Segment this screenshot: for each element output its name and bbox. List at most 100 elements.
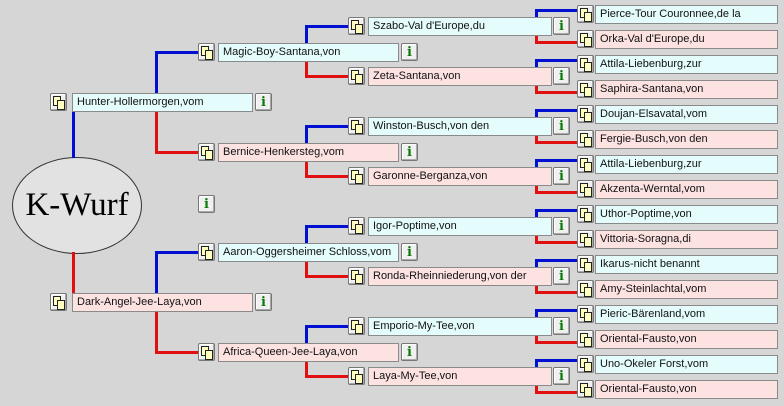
sire-name-box[interactable]: Szabo-Val d'Europe,du (368, 17, 552, 36)
copy-button[interactable] (577, 130, 594, 148)
dam-name-box[interactable]: Orka-Val d'Europe,du (595, 30, 778, 49)
dam-name-box[interactable]: Oriental-Fausto,von (595, 330, 778, 349)
copy-button[interactable] (348, 17, 365, 35)
dam-name-box[interactable]: Bernice-Henkersteg,vom (218, 143, 399, 162)
dam-name-box[interactable]: Fergie-Busch,von den (595, 130, 778, 149)
dam-name-box[interactable]: Oriental-Fausto,von (595, 380, 778, 399)
copy-button[interactable] (577, 155, 594, 173)
dam-name-box[interactable]: Ronda-Rheinniederung,von der (368, 267, 552, 286)
info-button[interactable]: i (401, 143, 418, 161)
info-icon: i (559, 18, 564, 34)
sire-name-box[interactable]: Emporio-My-Tee,von (368, 317, 552, 336)
info-button[interactable]: i (553, 267, 570, 285)
dam-name-box[interactable]: Zeta-Santana,von (368, 67, 552, 86)
copy-button[interactable] (577, 180, 594, 198)
dam-connector (305, 252, 308, 278)
sire-name-box[interactable]: Magic-Boy-Santana,von (218, 43, 399, 62)
copy-button[interactable] (577, 30, 594, 48)
copy-button[interactable] (198, 143, 215, 161)
litter-info-button[interactable]: i (198, 195, 215, 213)
copy-icon (52, 295, 65, 310)
dam-name-box[interactable]: Saphira-Santana,von (595, 80, 778, 99)
sire-name-box[interactable]: Hunter-Hollermorgen,vom (72, 93, 253, 112)
sire-connector (305, 325, 308, 352)
copy-button[interactable] (577, 105, 594, 123)
copy-button[interactable] (348, 317, 365, 335)
copy-button[interactable] (348, 267, 365, 285)
litter-oval: K-Wurf (12, 157, 142, 254)
copy-button[interactable] (577, 55, 594, 73)
sire-connector (305, 325, 348, 328)
copy-button[interactable] (577, 230, 594, 248)
copy-icon (579, 57, 592, 72)
sire-connector (155, 51, 158, 102)
dam-connector (155, 351, 198, 354)
copy-icon (579, 257, 592, 272)
sire-name-box[interactable]: Aaron-Oggersheimer Schloss,vom (218, 243, 399, 262)
dam-line (72, 252, 75, 293)
sire-name-box[interactable]: Uno-Okeler Forst,vom (595, 355, 778, 374)
dam-connector (535, 141, 577, 144)
copy-button[interactable] (577, 80, 594, 98)
info-button[interactable]: i (401, 343, 418, 361)
copy-button[interactable] (50, 293, 67, 311)
info-button[interactable]: i (553, 217, 570, 235)
copy-button[interactable] (577, 380, 594, 398)
info-button[interactable]: i (401, 243, 418, 261)
copy-button[interactable] (50, 93, 67, 111)
dam-name-box[interactable]: Amy-Steinlachtal,vom (595, 280, 778, 299)
info-button[interactable]: i (255, 93, 272, 111)
copy-button[interactable] (198, 343, 215, 361)
copy-button[interactable] (577, 280, 594, 298)
copy-button[interactable] (198, 43, 215, 61)
sire-connector (155, 251, 198, 254)
info-button[interactable]: i (553, 317, 570, 335)
info-button[interactable]: i (255, 293, 272, 311)
copy-button[interactable] (348, 167, 365, 185)
copy-button[interactable] (198, 243, 215, 261)
sire-name-box[interactable]: Pierce-Tour Couronnee,de la (595, 5, 778, 24)
info-button[interactable]: i (553, 117, 570, 135)
info-button[interactable]: i (401, 43, 418, 61)
sire-name-box[interactable]: Attila-Liebenburg,zur (595, 155, 778, 174)
copy-icon (579, 182, 592, 197)
copy-button[interactable] (577, 255, 594, 273)
copy-button[interactable] (577, 205, 594, 223)
dam-name-box[interactable]: Akzenta-Werntal,vom (595, 180, 778, 199)
sire-name-box[interactable]: Winston-Busch,von den (368, 117, 552, 136)
info-icon: i (559, 318, 564, 334)
sire-name-box[interactable]: Pieric-Bärenland,vom (595, 305, 778, 324)
info-button[interactable]: i (553, 17, 570, 35)
dam-connector (535, 91, 577, 94)
copy-button[interactable] (348, 67, 365, 85)
copy-button[interactable] (577, 355, 594, 373)
copy-icon (579, 207, 592, 222)
copy-icon (350, 319, 363, 334)
info-button[interactable]: i (553, 67, 570, 85)
copy-button[interactable] (348, 117, 365, 135)
copy-icon (350, 169, 363, 184)
dam-name-box[interactable]: Laya-My-Tee,von (368, 367, 552, 386)
dam-connector (305, 75, 348, 78)
info-button[interactable]: i (553, 167, 570, 185)
dam-connector (305, 152, 308, 178)
dam-name-box[interactable]: Garonne-Berganza,von (368, 167, 552, 186)
sire-name-box[interactable]: Doujan-Elsavatal,vom (595, 105, 778, 124)
copy-button[interactable] (577, 305, 594, 323)
copy-button[interactable] (577, 5, 594, 23)
info-icon: i (407, 244, 412, 260)
dam-name-box[interactable]: Vittoria-Soragna,di (595, 230, 778, 249)
copy-button[interactable] (348, 217, 365, 235)
sire-name-box[interactable]: Attila-Liebenburg,zur (595, 55, 778, 74)
sire-name-box[interactable]: Uthor-Poptime,von (595, 205, 778, 224)
copy-icon (579, 7, 592, 22)
sire-name-box[interactable]: Igor-Poptime,von (368, 217, 552, 236)
info-button[interactable]: i (553, 367, 570, 385)
sire-name-box[interactable]: Ikarus-nicht benannt (595, 255, 778, 274)
dam-name-box[interactable]: Dark-Angel-Jee-Laya,von (72, 293, 253, 312)
copy-button[interactable] (348, 367, 365, 385)
copy-button[interactable] (577, 330, 594, 348)
info-icon: i (559, 218, 564, 234)
dam-name-box[interactable]: Africa-Queen-Jee-Laya,von (218, 343, 399, 362)
copy-icon (579, 282, 592, 297)
